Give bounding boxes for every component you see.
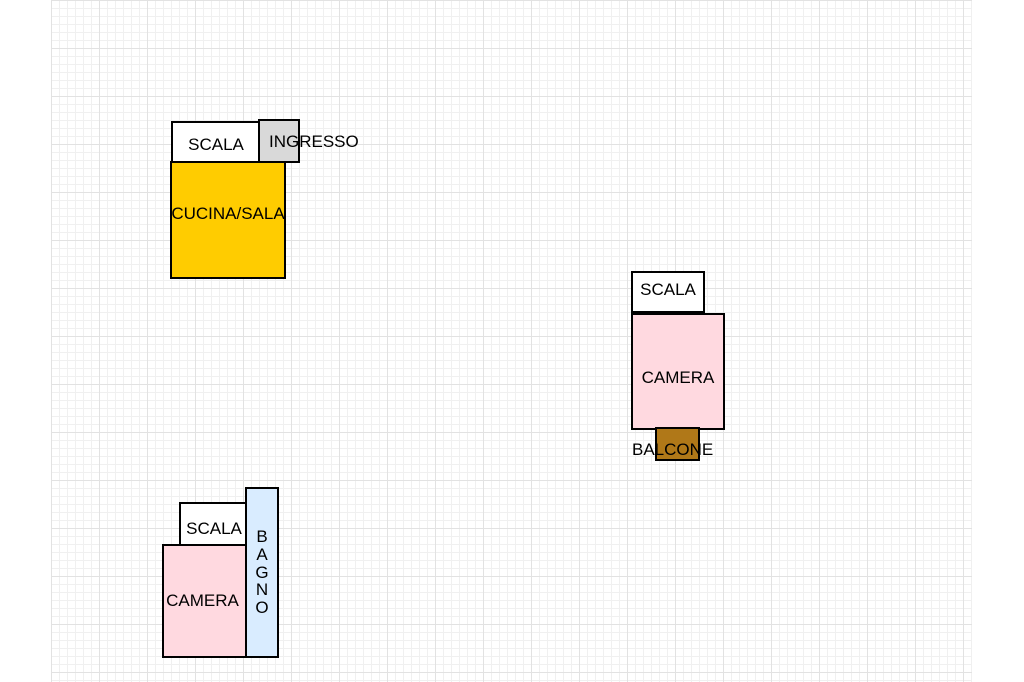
room-bagno-letter-4: N xyxy=(255,580,269,600)
room-bagno-letter-3: G xyxy=(255,562,269,582)
room-cucina-sala[interactable]: CUCINA/SALA xyxy=(170,161,286,279)
room-scala-right[interactable]: SCALA xyxy=(631,271,705,313)
room-scala-right-label: SCALA xyxy=(640,280,696,299)
room-bagno-letter-1: B xyxy=(256,526,268,546)
room-scala-bottom-left[interactable]: SCALA xyxy=(179,502,249,546)
room-scala-bottom-left-label: SCALA xyxy=(186,519,242,538)
room-camera-right-label: CAMERA xyxy=(641,367,715,387)
room-bagno[interactable]: B A G N O xyxy=(245,487,279,658)
room-camera-bottom-left[interactable]: CAMERA xyxy=(162,544,247,658)
room-bagno-letter-2: A xyxy=(256,544,268,564)
room-balcone-label: BALCONE xyxy=(632,440,714,459)
room-ingresso-label: INGRESSO xyxy=(269,132,359,151)
room-camera-right[interactable]: CAMERA xyxy=(631,313,725,430)
room-cucina-sala-label: CUCINA/SALA xyxy=(171,204,285,223)
room-bagno-letter-5: O xyxy=(255,598,269,618)
room-scala-top-left-label: SCALA xyxy=(188,135,244,154)
room-scala-top-left[interactable]: SCALA xyxy=(171,121,261,163)
room-balcone[interactable] xyxy=(655,427,700,461)
room-camera-bottom-left-label: CAMERA xyxy=(166,591,239,610)
